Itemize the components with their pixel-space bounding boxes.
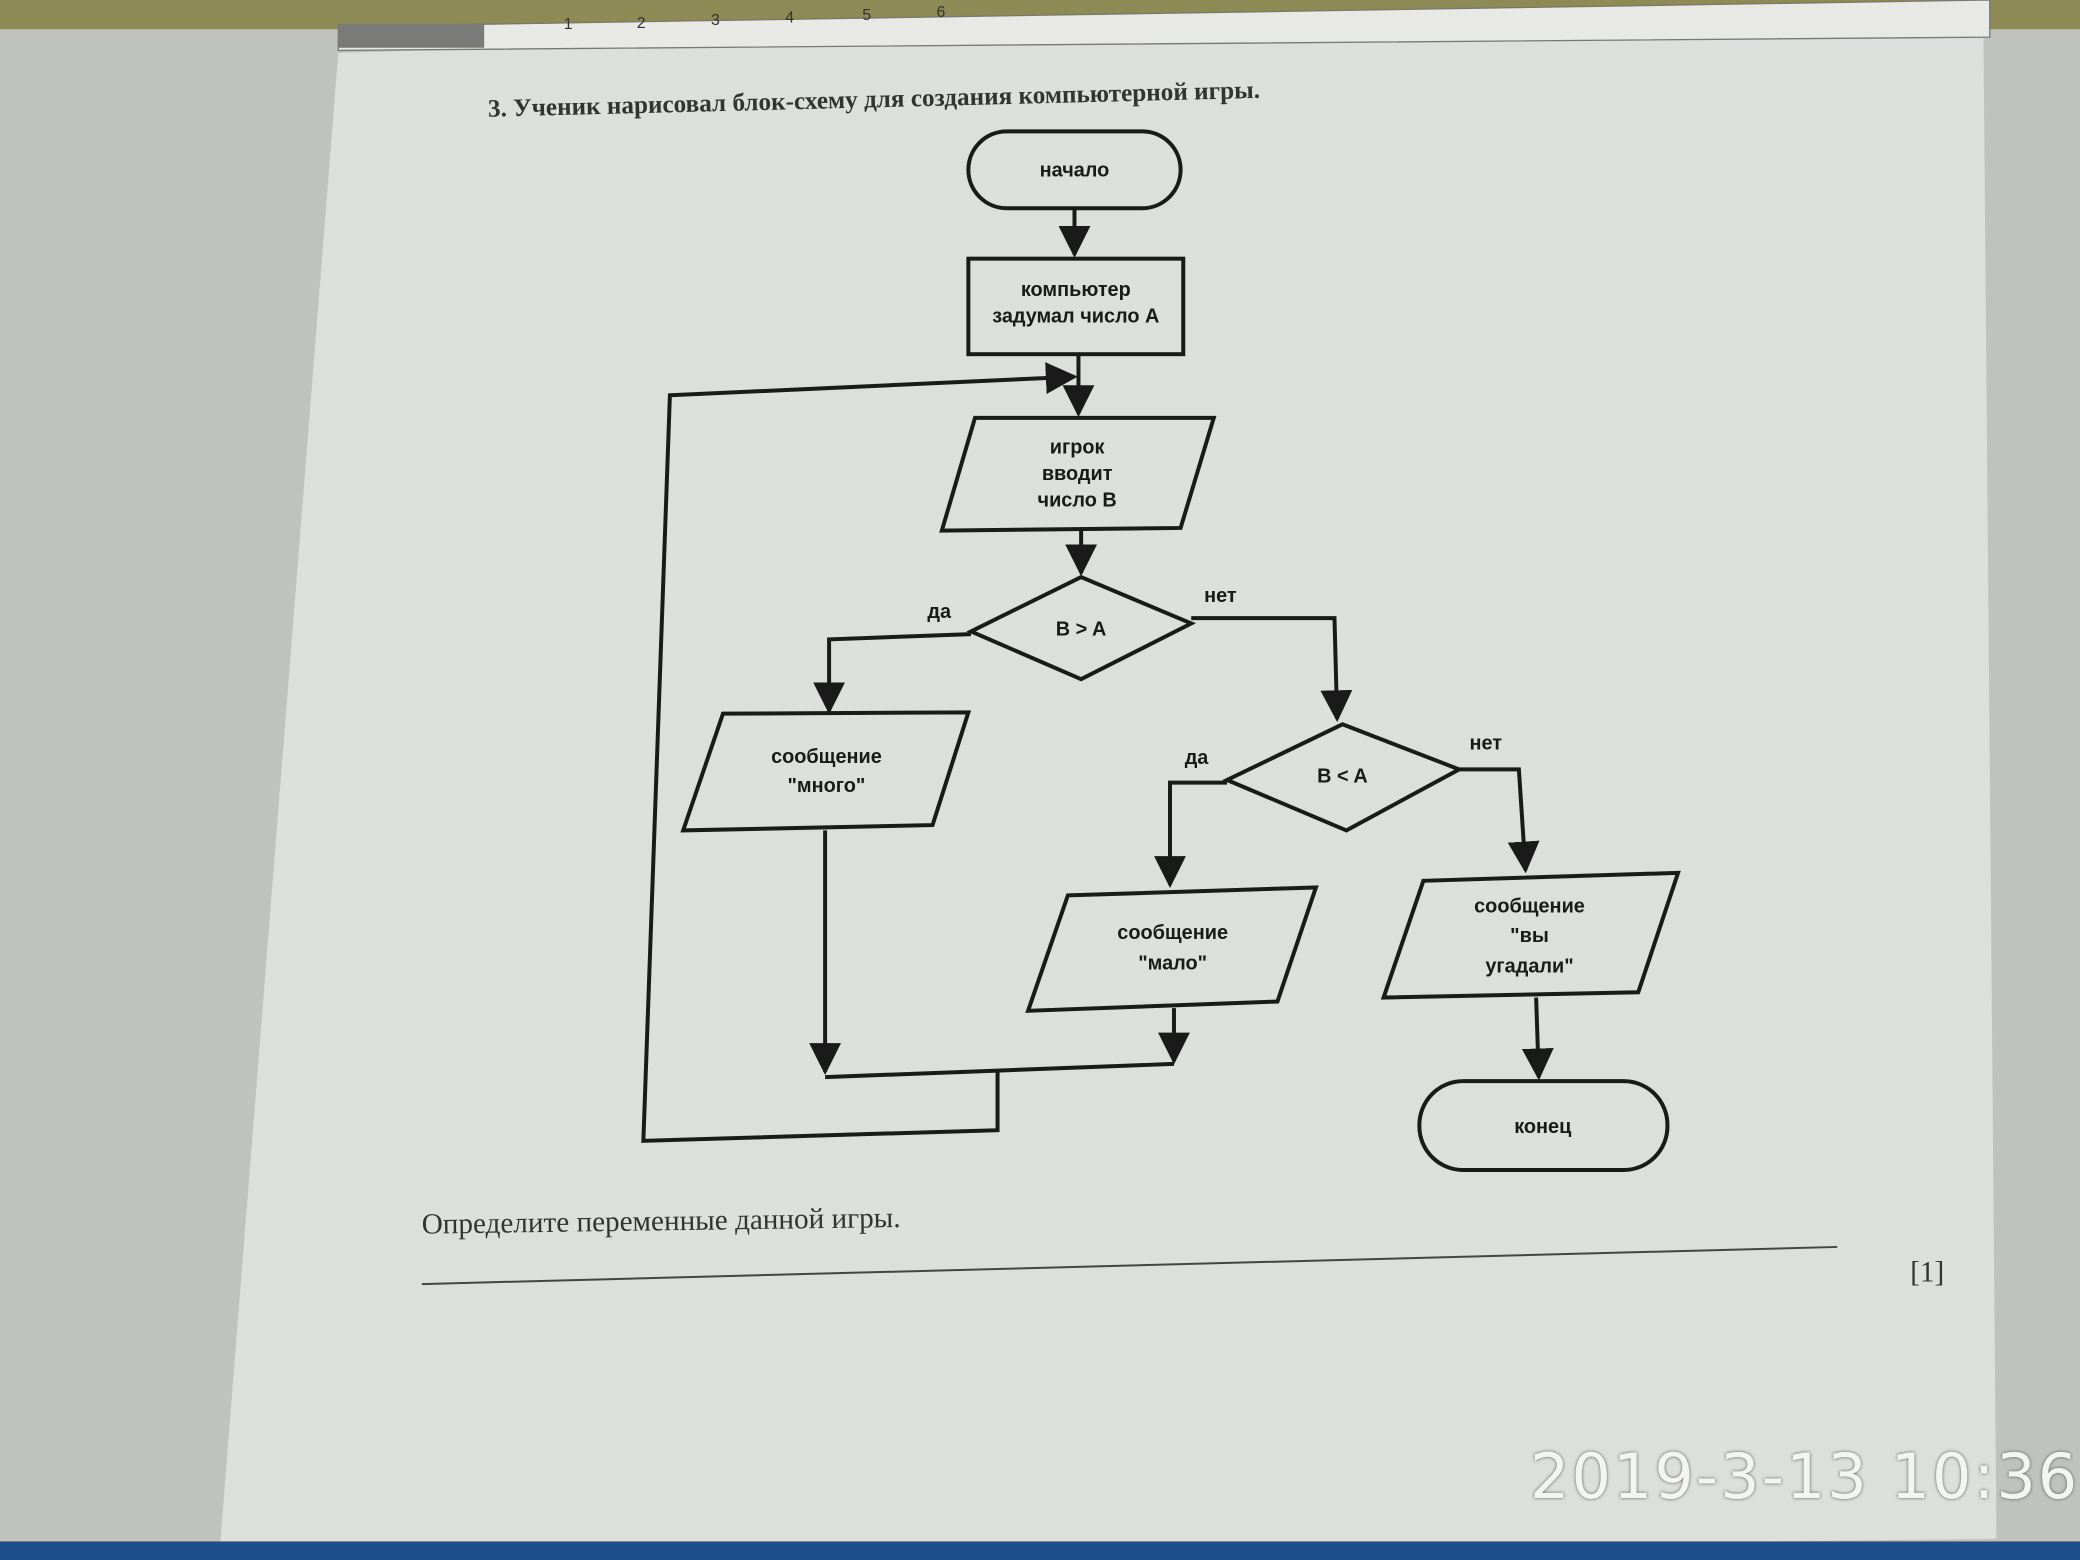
marks-label: [1] [1910,1256,1944,1288]
end-terminator [1417,1079,1670,1172]
taskbar [0,1541,2080,1560]
many-label-2: "много" [787,775,865,797]
loop-back-arrow [641,362,1078,1143]
guess-label-2: "вы [1510,925,1549,947]
ruler-tick: 3 [711,12,720,29]
end-label: конец [1514,1116,1572,1138]
many-label-1: сообщение [771,746,882,768]
cond1-yes-label: да [927,601,952,623]
ruler-tick: 5 [862,7,871,24]
input-label-3: число В [1038,490,1117,512]
cond2-no-label: нет [1469,732,1502,754]
process-computer [966,256,1186,357]
cond1-label: B > A [1056,618,1107,640]
cond2-label: B < A [1317,766,1368,788]
output-guessed [1380,870,1681,1000]
document-page [218,0,1997,1560]
output-many [680,710,972,833]
ruler-tick: 4 [785,10,794,27]
flowchart-labels: начало компьютер задумал число А игрок в… [771,159,1585,1137]
computer-label-1: компьютер [1021,279,1131,301]
ruler[interactable]: 1 2 3 4 5 6 [337,0,1991,52]
computer-label-2: задумал число А [992,305,1159,327]
input-label-1: игрок [1050,437,1105,459]
ruler-tick: 1 [564,16,573,33]
decision-b-lt-a [1222,722,1464,833]
output-few [1025,885,1319,1013]
input-player [939,415,1217,533]
input-label-2: вводит [1042,463,1113,485]
guess-label-3: угадали" [1485,955,1573,977]
decision-b-gt-a [966,574,1196,682]
flowchart [641,129,1681,1172]
few-label-1: сообщение [1117,922,1228,944]
answer-line[interactable] [421,1245,1838,1286]
photo-timestamp: 2019-3-13 10:36 [1530,1440,2080,1513]
question-prompt: Определите переменные данной игры. [421,1202,900,1241]
few-label-2: "мало" [1138,953,1207,975]
cond1-no-label: нет [1204,585,1237,607]
cond2-yes-label: да [1185,747,1210,769]
guess-label-1: сообщение [1474,896,1585,918]
ruler-tick: 6 [937,4,946,21]
start-label: начало [1040,159,1110,181]
ruler-tick: 2 [637,15,646,32]
